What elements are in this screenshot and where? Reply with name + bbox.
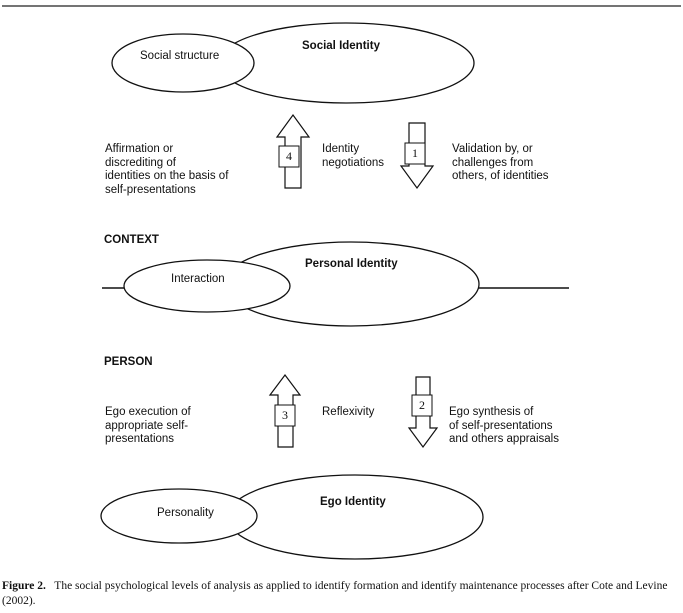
- arrow-3-number: 3: [282, 408, 288, 422]
- ego-synthesis-text: Ego synthesis of of self-presentations a…: [449, 406, 559, 445]
- arrow-3-up: [268, 374, 302, 448]
- arrow-2-number: 2: [419, 398, 425, 412]
- arrow-1-number: 1: [412, 146, 418, 160]
- affirmation-text: Affirmation or discrediting of identitie…: [105, 143, 229, 196]
- figure-caption-text: The social psychological levels of analy…: [2, 580, 668, 607]
- figure-label: Figure 2.: [2, 580, 46, 592]
- personality-label: Personality: [157, 507, 214, 519]
- arrow-4-number: 4: [286, 149, 292, 163]
- identity-negotiations-text: Identity negotiations: [322, 143, 385, 169]
- ego-execution-text: Ego execution of appropriate self- prese…: [105, 406, 191, 445]
- person-label: PERSON: [104, 356, 153, 368]
- arrow-4-up: [275, 113, 311, 189]
- arrow-2-down: [407, 376, 439, 449]
- interaction-ellipse: [123, 259, 291, 313]
- social-identity-label: Social Identity: [302, 40, 380, 52]
- reflexivity-text: Reflexivity: [322, 406, 375, 418]
- social-structure-ellipse: [111, 33, 255, 93]
- validation-text: Validation by, or challenges from others…: [452, 143, 549, 182]
- interaction-label: Interaction: [171, 273, 225, 285]
- personal-identity-label: Personal Identity: [305, 258, 398, 270]
- context-label: CONTEXT: [104, 234, 159, 246]
- social-identity-ellipse: [217, 22, 475, 104]
- ego-identity-label: Ego Identity: [320, 496, 386, 508]
- arrow-1-down: [399, 122, 435, 190]
- figure-caption: Figure 2. The social psychological level…: [2, 579, 681, 608]
- ego-identity-ellipse: [226, 474, 484, 560]
- personality-ellipse: [100, 488, 258, 544]
- social-structure-label: Social structure: [140, 50, 220, 62]
